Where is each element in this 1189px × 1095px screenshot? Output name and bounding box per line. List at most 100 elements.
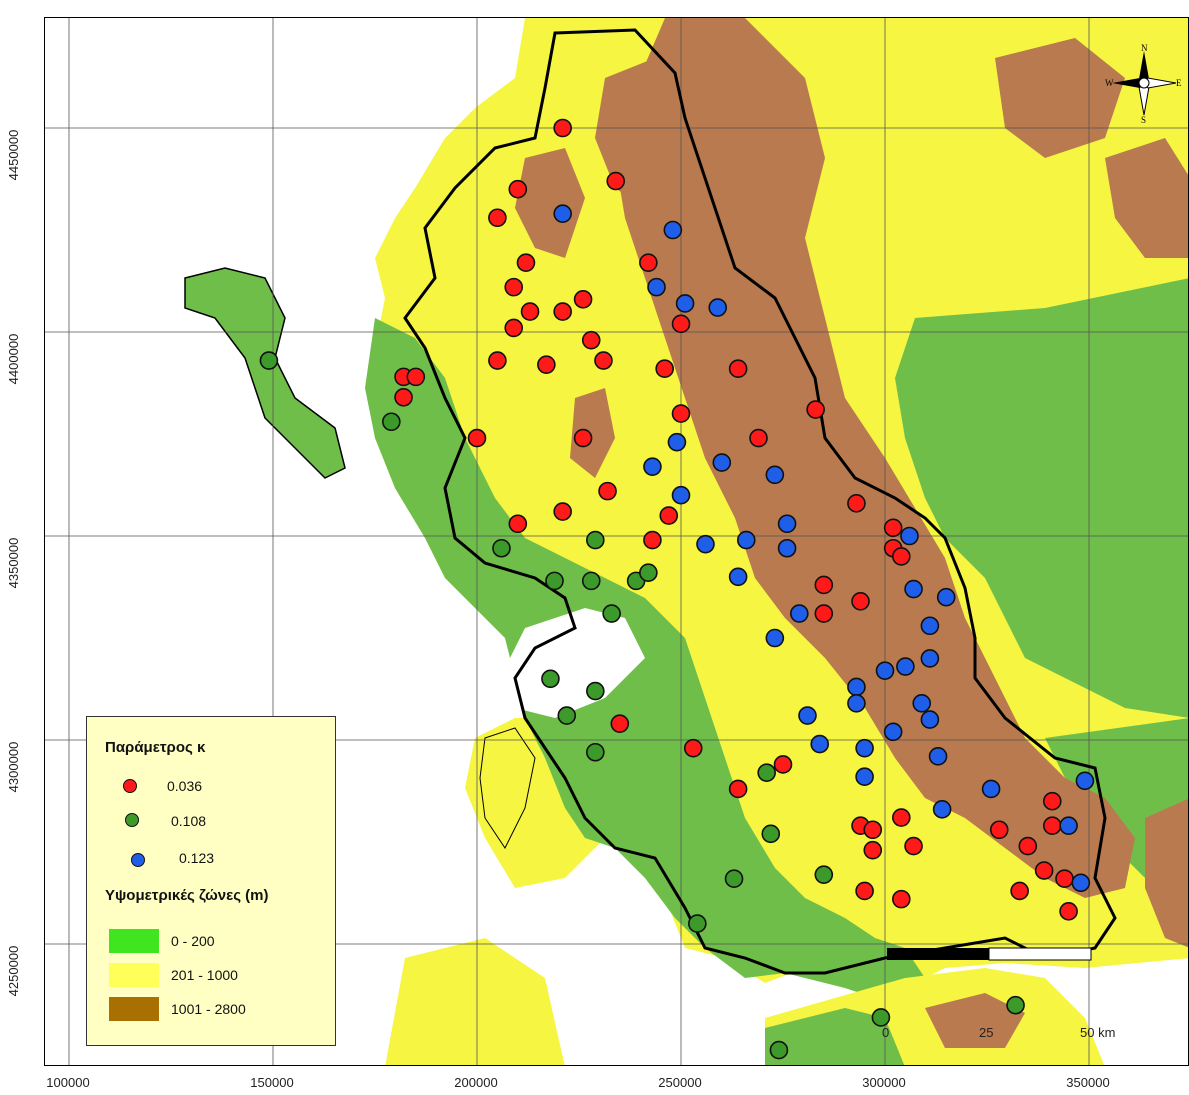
station-green[interactable] [557,706,577,725]
station-blue[interactable] [790,604,809,623]
station-red[interactable] [671,314,691,334]
map-frame[interactable]: N S E W [44,17,1189,1066]
station-red[interactable] [883,518,903,538]
station-red[interactable] [728,779,748,799]
station-red[interactable] [508,179,528,199]
station-red[interactable] [504,277,524,297]
station-red[interactable] [1042,816,1062,835]
station-red[interactable] [508,514,528,534]
station-blue[interactable] [777,514,797,534]
station-red[interactable] [598,481,617,501]
station-red[interactable] [904,836,923,856]
station-red[interactable] [1034,861,1054,880]
station-red[interactable] [553,118,572,138]
station-red[interactable] [683,738,703,758]
station-blue[interactable] [928,747,948,766]
station-red[interactable] [892,808,911,827]
station-blue[interactable] [847,677,866,697]
station-red[interactable] [406,367,426,387]
station-red[interactable] [855,881,874,901]
station-red[interactable] [671,404,691,423]
station-green[interactable] [769,1040,789,1060]
station-red[interactable] [1018,836,1038,856]
station-red[interactable] [728,359,748,379]
station-blue[interactable] [663,220,683,240]
station-blue[interactable] [647,277,666,297]
station-blue[interactable] [920,616,940,636]
station-blue[interactable] [712,453,732,472]
station-red[interactable] [863,820,883,840]
station-red[interactable] [643,530,662,550]
station-blue[interactable] [855,738,874,758]
station-red[interactable] [573,428,593,448]
station-red[interactable] [863,840,883,860]
station-green[interactable] [586,742,605,762]
station-green[interactable] [259,351,279,370]
station-red[interactable] [553,302,572,321]
station-green[interactable] [724,869,744,889]
station-blue[interactable] [696,534,715,554]
station-green[interactable] [541,669,560,689]
station-blue[interactable] [777,538,797,558]
station-red[interactable] [1010,881,1029,901]
station-red[interactable] [773,755,793,774]
station-blue[interactable] [1075,771,1095,791]
station-blue[interactable] [553,204,572,223]
station-red[interactable] [1055,869,1074,889]
station-blue[interactable] [765,465,785,485]
station-red[interactable] [610,714,630,733]
station-blue[interactable] [736,530,756,550]
station-green[interactable] [1006,995,1025,1015]
station-blue[interactable] [798,706,817,725]
station-blue[interactable] [855,767,874,787]
station-red[interactable] [467,428,487,448]
station-blue[interactable] [920,649,940,668]
station-green[interactable] [586,681,605,701]
station-green[interactable] [757,763,776,782]
station-green[interactable] [688,914,707,933]
station-green[interactable] [586,530,605,550]
station-red[interactable] [814,575,834,595]
station-red[interactable] [488,208,507,228]
station-blue[interactable] [920,710,940,729]
station-red[interactable] [573,290,593,309]
station-blue[interactable] [847,693,866,713]
station-blue[interactable] [1059,816,1078,835]
station-red[interactable] [639,253,658,272]
station-red[interactable] [553,502,572,521]
station-blue[interactable] [667,432,687,452]
station-red[interactable] [504,318,524,338]
station-blue[interactable] [1071,873,1091,893]
station-red[interactable] [520,302,540,321]
station-red[interactable] [1059,902,1078,921]
station-red[interactable] [537,355,556,374]
station-red[interactable] [806,400,825,419]
station-red[interactable] [814,604,834,623]
station-red[interactable] [594,351,613,370]
station-blue[interactable] [896,657,915,676]
station-red[interactable] [847,494,866,513]
station-blue[interactable] [765,628,785,648]
station-blue[interactable] [912,693,932,713]
station-blue[interactable] [671,485,691,505]
station-red[interactable] [394,387,413,407]
station-red[interactable] [581,330,601,350]
station-green[interactable] [871,1008,891,1027]
station-blue[interactable] [904,579,923,599]
station-green[interactable] [602,604,621,623]
station-green[interactable] [581,571,601,591]
station-green[interactable] [492,538,511,558]
map-canvas[interactable] [45,18,1189,1066]
station-red[interactable] [892,547,911,566]
station-green[interactable] [382,412,401,432]
station-blue[interactable] [936,587,956,607]
station-red[interactable] [516,253,536,272]
station-red[interactable] [655,359,674,379]
station-blue[interactable] [981,779,1001,799]
station-green[interactable] [545,571,564,591]
station-blue[interactable] [708,298,728,317]
station-green[interactable] [639,563,658,583]
station-red[interactable] [1042,791,1062,811]
station-green[interactable] [814,865,834,884]
station-red[interactable] [749,428,768,448]
